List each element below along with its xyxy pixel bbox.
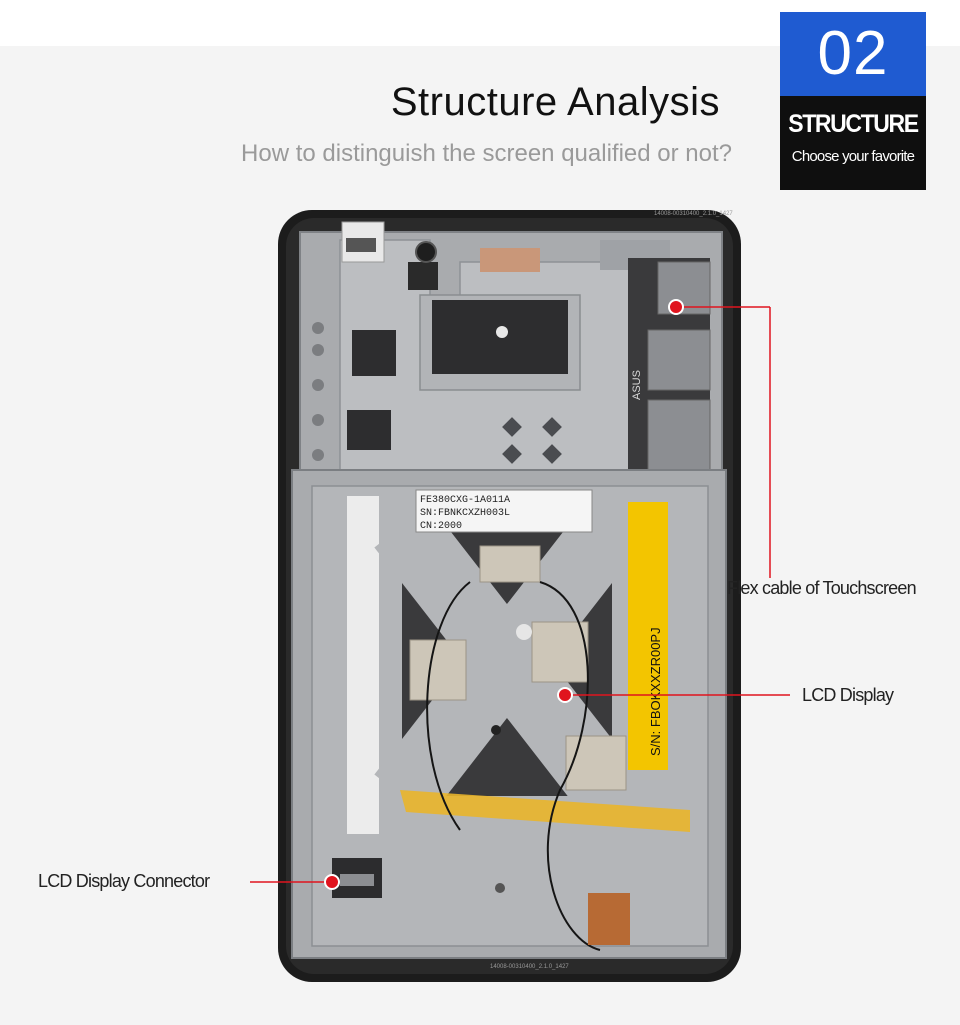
- bottom-board-code: 14008-00310400_2.1.0_1427: [490, 964, 569, 970]
- yellow-serial-sticker: [628, 502, 668, 770]
- flex-brand-text: ASUS: [631, 370, 643, 400]
- model-sticker: [415, 489, 593, 533]
- model-line-1: FE380CXG-1A011A: [420, 495, 510, 506]
- lcd-connector-marker: [324, 874, 340, 890]
- lcd-display-label: LCD Display: [802, 685, 894, 705]
- lcd-display-marker: [557, 687, 573, 703]
- section-badge: 02 STRUCTURE Choose your favorite: [780, 12, 926, 190]
- model-line-3: CN:2000: [420, 521, 462, 532]
- model-line-2: SN:FBNKCXZH003L: [420, 508, 510, 519]
- yellow-serial-text: S/N: FBOKXXZR00PJ: [648, 627, 663, 756]
- flex-cable-marker: [668, 299, 684, 315]
- section-title: STRUCTURE: [788, 110, 919, 138]
- flex-cable-label: Flex cable of Touchscreen: [727, 578, 917, 598]
- lcd-connector-label: LCD Display Connector: [38, 871, 210, 891]
- page-subtitle: How to distinguish the screen qualified …: [241, 140, 732, 167]
- section-number: 02: [780, 12, 926, 96]
- page-title: Structure Analysis: [390, 80, 720, 124]
- section-subtitle: Choose your favorite: [791, 148, 915, 165]
- yellow-tape: [400, 790, 690, 832]
- top-board-code: 14008-00310400_2.1.0_1427: [654, 211, 733, 217]
